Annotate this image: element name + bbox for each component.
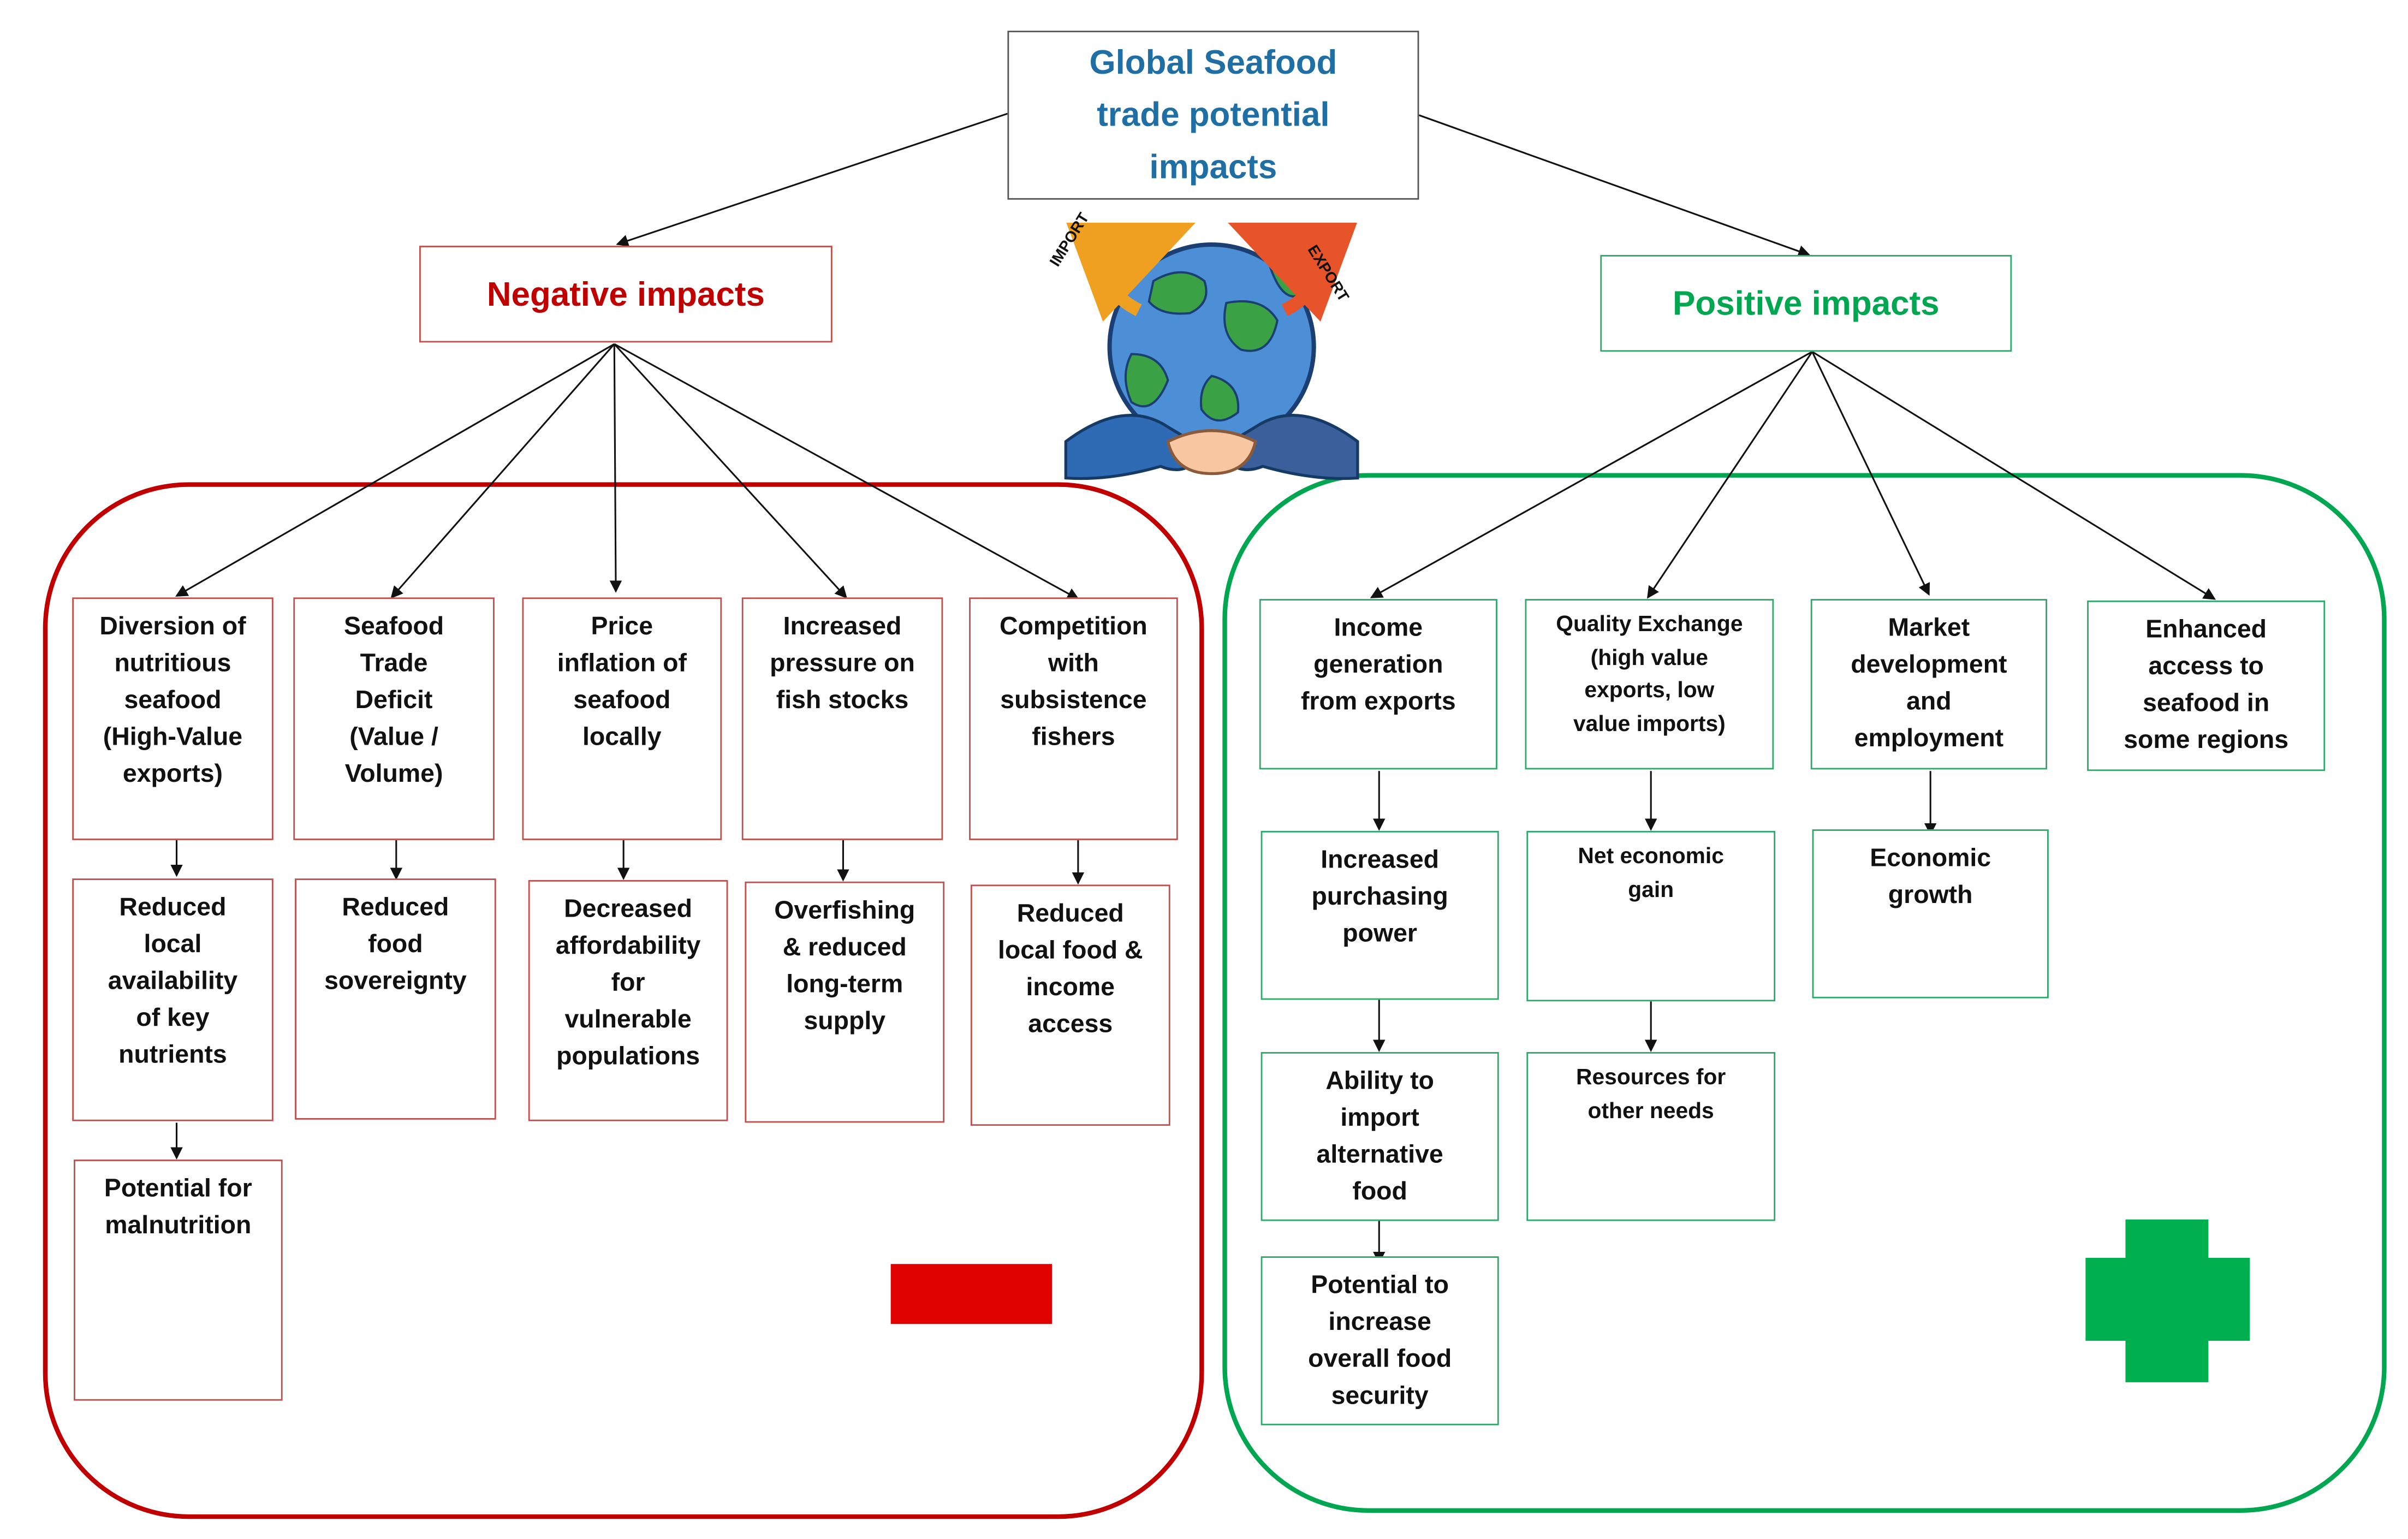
diagram-title: Global Seafood trade potential impacts <box>1007 31 1419 200</box>
pos-overall-food-security: Potential to increase overall food secur… <box>1261 1256 1499 1425</box>
minus-symbol <box>890 1264 1053 1324</box>
positive-group-frame <box>1222 473 2387 1513</box>
neg-third-malnutrition: Potential for malnutrition <box>74 1159 283 1401</box>
pos-economic-growth: Economic growth <box>1812 829 2049 999</box>
pos-net-economic-gain: Net economic gain <box>1526 830 1776 1002</box>
neg-cause-price-inflation: Price inflation of seafood locally <box>522 597 722 840</box>
neg-cause-fish-stock-pressure: Increased pressure on fish stocks <box>741 597 943 840</box>
neg-effect-overfishing: Overfishing & reduced long-term supply <box>745 881 945 1123</box>
pos-resources-other-needs: Resources for other needs <box>1526 1052 1776 1221</box>
pos-cause-enhanced-access: Enhanced access to seafood in some regio… <box>2087 600 2326 771</box>
neg-effect-nutrients: Reduced local availability of key nutrie… <box>72 878 273 1121</box>
neg-cause-diversion: Diversion of nutritious seafood (High-Va… <box>72 597 273 840</box>
pos-cause-quality-exchange: Quality Exchange (high value exports, lo… <box>1525 599 1774 770</box>
neg-effect-local-food-income: Reduced local food & income access <box>970 884 1170 1126</box>
neg-cause-competition: Competition with subsistence fishers <box>969 597 1178 840</box>
globe-handshake-icon <box>1057 222 1366 480</box>
neg-cause-trade-deficit: Seafood Trade Deficit (Value / Volume) <box>293 597 495 840</box>
pos-cause-income-generation: Income generation from exports <box>1259 599 1497 770</box>
pos-purchasing-power: Increased purchasing power <box>1261 830 1499 1000</box>
pos-import-alternative-food: Ability to import alternative food <box>1261 1052 1499 1221</box>
neg-effect-affordability: Decreased affordability for vulnerable p… <box>528 880 728 1121</box>
negative-impacts-header: Negative impacts <box>419 246 833 343</box>
positive-impacts-header: Positive impacts <box>1600 254 2012 352</box>
negative-group-frame <box>43 482 1204 1519</box>
plus-symbol-horizontal <box>2085 1258 2250 1341</box>
neg-effect-food-sovereignty: Reduced food sovereignty <box>295 878 496 1120</box>
pos-cause-market-development: Market development and employment <box>1810 599 2047 770</box>
